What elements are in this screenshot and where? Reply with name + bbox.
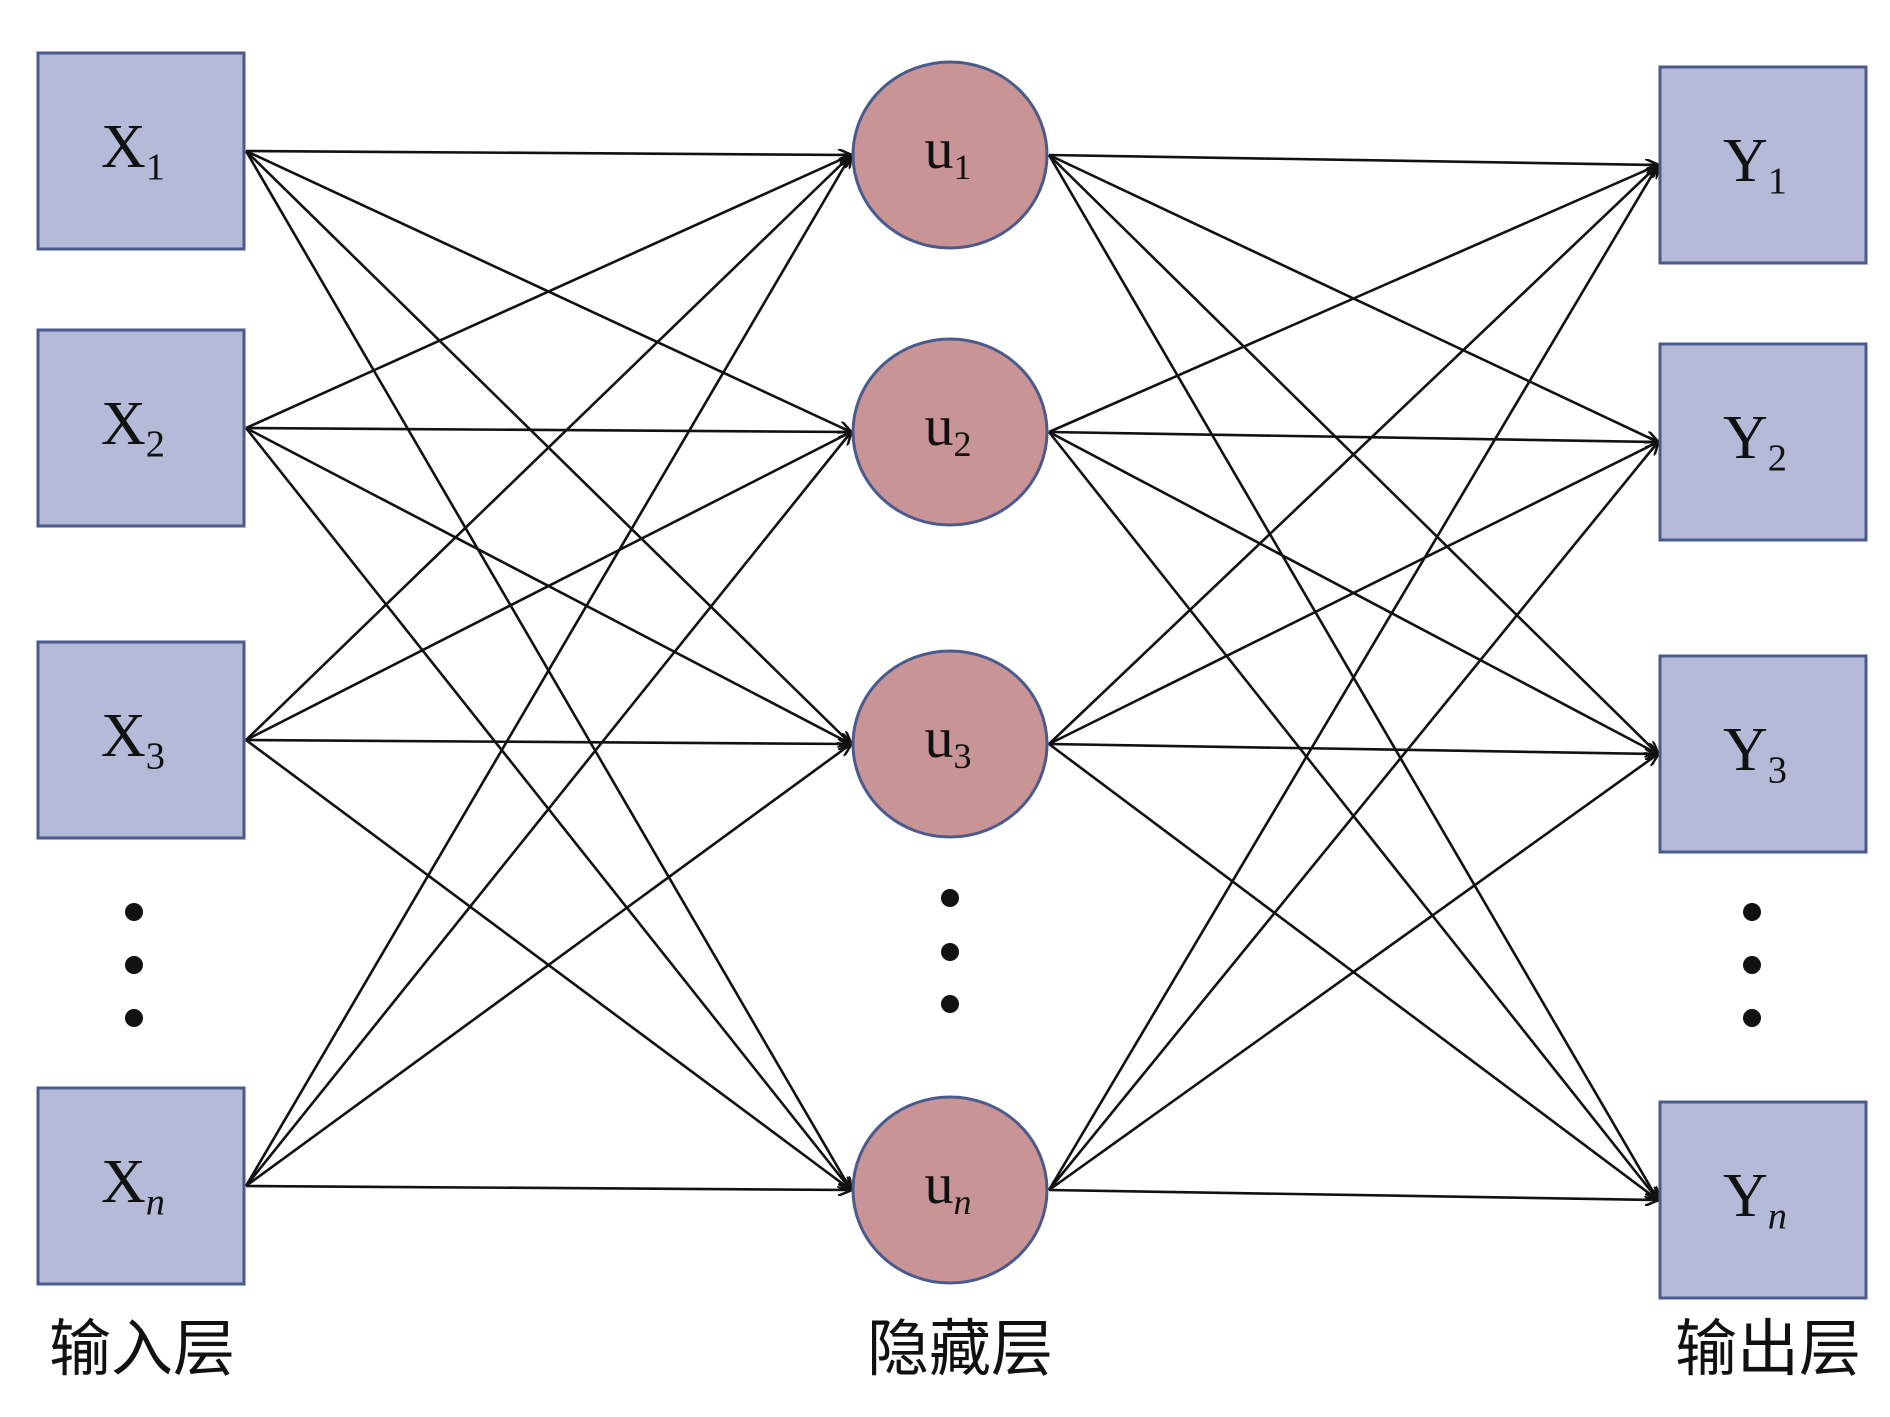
- hidden-node-2-symbol: u: [925, 393, 954, 458]
- input-ellipsis-dot-3: [125, 1009, 143, 1027]
- input-node-3: X3: [36, 640, 246, 840]
- output-ellipsis-dot-1: [1743, 903, 1761, 921]
- edge-hidden-4-to-output-4: [1048, 1188, 1658, 1200]
- output-layer-label: 输出层: [1675, 1312, 1861, 1385]
- hidden-node-3-label: u3: [925, 705, 972, 776]
- output-ellipsis-dot-2: [1743, 956, 1761, 974]
- output-node-1-label: Y1: [1723, 127, 1787, 202]
- hidden-node-3: u3: [851, 649, 1049, 839]
- output-node-box: [1658, 654, 1868, 854]
- edge-input-4-to-hidden-4: [245, 1186, 851, 1190]
- hidden-node-1: u1: [851, 60, 1049, 250]
- output-node-4-label: Yn: [1723, 1162, 1787, 1237]
- edge-hidden-3-to-output-1: [1048, 165, 1658, 745]
- edge-input-1-to-hidden-1: [245, 151, 851, 155]
- input-node-box: [36, 640, 246, 840]
- input-node-3-label: X3: [101, 702, 165, 777]
- input-node-4-subscript: n: [146, 1181, 165, 1223]
- hidden-node-4: un: [851, 1095, 1049, 1285]
- edge-hidden-3-to-output-3: [1048, 742, 1658, 754]
- input-ellipsis-dot-2: [125, 956, 143, 974]
- output-node-1-symbol: Y: [1723, 127, 1768, 195]
- output-node-1-subscript: 1: [1768, 160, 1787, 202]
- hidden-node-circle: [851, 337, 1049, 527]
- input-node-4-symbol: X: [101, 1148, 146, 1216]
- edge-input-2-to-hidden-2: [245, 428, 851, 432]
- hidden-ellipsis-dot-1: [941, 889, 959, 907]
- input-layer-label: 输入层: [49, 1312, 235, 1385]
- edge-hidden-4-to-output-3: [1048, 754, 1658, 1192]
- input-node-1-label: X1: [101, 113, 165, 188]
- output-node-4: Yn: [1658, 1100, 1868, 1300]
- hidden-node-circle: [851, 1095, 1049, 1285]
- input-node-1-symbol: X: [101, 113, 146, 181]
- output-node-4-symbol: Y: [1723, 1162, 1768, 1230]
- hidden-ellipsis: [941, 889, 959, 1013]
- edge-hidden-2-to-output-2: [1048, 430, 1658, 442]
- input-ellipsis-dot-1: [125, 903, 143, 921]
- output-node-box: [1658, 342, 1868, 542]
- hidden-node-2-label: u2: [925, 393, 972, 464]
- output-node-2: Y2: [1658, 342, 1868, 542]
- edge-input-4-to-hidden-3: [245, 744, 851, 1188]
- hidden-layer-label: 隐藏层: [867, 1312, 1053, 1385]
- input-node-1-subscript: 1: [146, 146, 165, 188]
- edge-input-3-to-hidden-2: [245, 432, 851, 742]
- input-node-1: X1: [36, 51, 246, 251]
- input-node-3-subscript: 3: [146, 735, 165, 777]
- hidden-node-circle: [851, 60, 1049, 250]
- edge-hidden-1-to-output-1: [1048, 153, 1658, 165]
- input-node-2-symbol: X: [101, 390, 146, 458]
- hidden-node-1-label: u1: [925, 116, 972, 187]
- edge-hidden-3-to-output-2: [1048, 442, 1658, 746]
- edge-input-4-to-hidden-2: [244, 432, 851, 1187]
- input-node-3-symbol: X: [101, 702, 146, 770]
- input-node-2: X2: [36, 328, 246, 528]
- edge-input-3-to-hidden-3: [245, 740, 851, 744]
- output-node-4-subscript: n: [1768, 1195, 1787, 1237]
- output-node-2-symbol: Y: [1723, 404, 1768, 472]
- input-node-box: [36, 51, 246, 251]
- output-node-3: Y3: [1658, 654, 1868, 854]
- edge-input-4-to-hidden-1: [244, 155, 851, 1187]
- output-node-1: Y1: [1658, 65, 1868, 265]
- output-node-2-subscript: 2: [1768, 437, 1787, 479]
- output-node-2-label: Y2: [1723, 404, 1787, 479]
- output-ellipsis-dot-3: [1743, 1009, 1761, 1027]
- hidden-node-1-subscript: 1: [954, 147, 972, 187]
- hidden-node-4-symbol: u: [925, 1151, 954, 1216]
- ellipsis-dots: [125, 889, 1761, 1027]
- hidden-node-4-subscript: n: [954, 1182, 972, 1222]
- input-node-4-label: Xn: [101, 1148, 165, 1223]
- edge-hidden-4-to-output-1: [1047, 165, 1658, 1191]
- edge-input-3-to-hidden-1: [245, 155, 851, 741]
- hidden-ellipsis-dot-2: [941, 943, 959, 961]
- input-node-2-subscript: 2: [146, 423, 165, 465]
- output-node-box: [1658, 1100, 1868, 1300]
- hidden-node-1-symbol: u: [925, 116, 954, 181]
- input-node-2-label: X2: [101, 390, 165, 465]
- input-node-box: [36, 1086, 246, 1286]
- input-node-4: Xn: [36, 1086, 246, 1286]
- hidden-node-4-label: un: [925, 1151, 972, 1222]
- hidden-node-3-subscript: 3: [954, 736, 972, 776]
- hidden-node-circle: [851, 649, 1049, 839]
- input-ellipsis: [125, 903, 143, 1027]
- output-node-3-subscript: 3: [1768, 749, 1787, 791]
- hidden-node-3-symbol: u: [925, 705, 954, 770]
- connection-edges: [244, 151, 1658, 1200]
- hidden-node-2-subscript: 2: [954, 424, 972, 464]
- input-node-box: [36, 328, 246, 528]
- output-node-3-symbol: Y: [1723, 716, 1768, 784]
- output-node-box: [1658, 65, 1868, 265]
- output-node-3-label: Y3: [1723, 716, 1787, 791]
- hidden-ellipsis-dot-3: [941, 995, 959, 1013]
- edge-input-2-to-hidden-1: [245, 155, 851, 430]
- output-ellipsis: [1743, 903, 1761, 1027]
- edge-hidden-4-to-output-2: [1047, 442, 1658, 1191]
- edge-hidden-2-to-output-1: [1048, 165, 1658, 434]
- hidden-node-2: u2: [851, 337, 1049, 527]
